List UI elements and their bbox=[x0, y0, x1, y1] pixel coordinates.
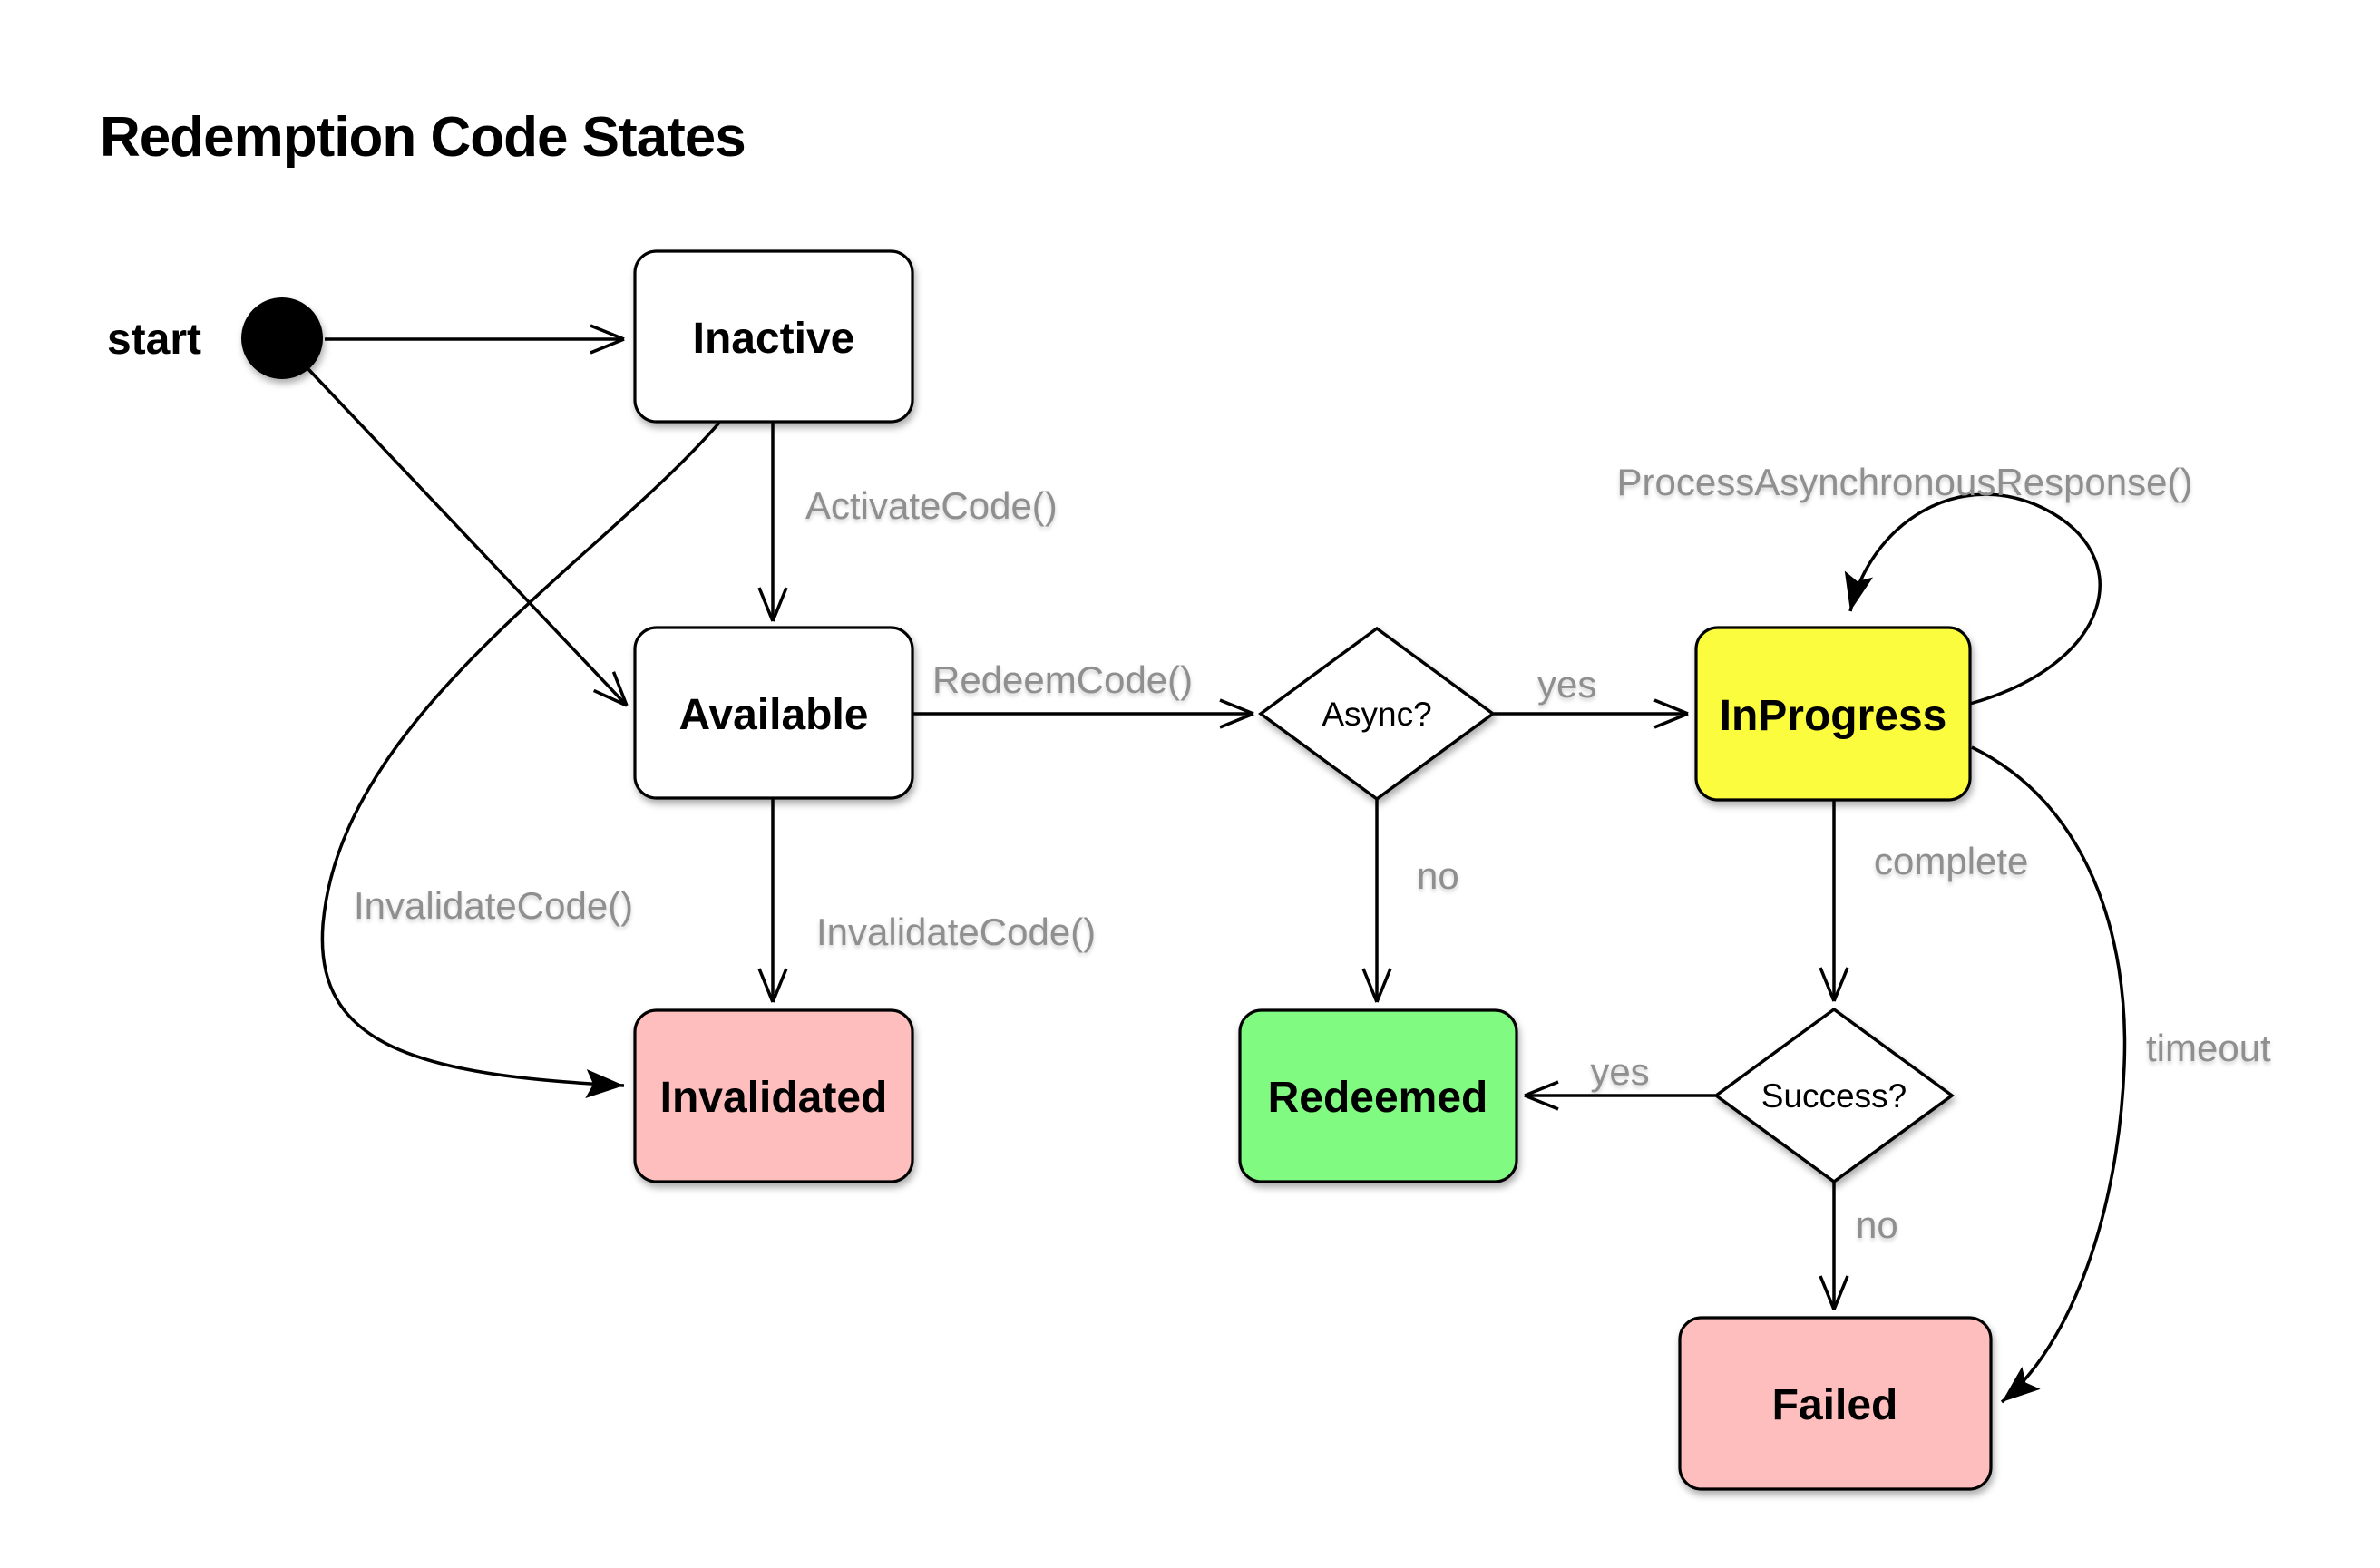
state-inactive: Inactive bbox=[633, 249, 914, 424]
edge-inprogress-timeout-to-failed bbox=[1971, 745, 2127, 1404]
edges bbox=[307, 324, 2127, 1404]
edge-label-success-no: no bbox=[1856, 1203, 1898, 1246]
diagram-title: Redemption Code States bbox=[100, 106, 746, 169]
state-failed: Failed bbox=[1678, 1316, 1993, 1491]
state-redeemed: Redeemed bbox=[1238, 1008, 1518, 1183]
state-redeemed-label: Redeemed bbox=[1268, 1074, 1488, 1122]
start-node bbox=[241, 297, 323, 379]
decision-async-diamond bbox=[1258, 626, 1496, 802]
state-inprogress-label: InProgress bbox=[1720, 692, 1947, 740]
state-inactive-label: Inactive bbox=[693, 315, 855, 363]
edge-label-async-yes: yes bbox=[1537, 663, 1596, 706]
edge-label-invalidatecode-from-inactive: InvalidateCode() bbox=[354, 884, 633, 927]
edge-label-redeemcode: RedeemCode() bbox=[932, 658, 1193, 701]
state-available-box bbox=[633, 626, 914, 800]
nodes: start Inactive Available Invalidated InP… bbox=[107, 249, 1993, 1491]
state-invalidated-label: Invalidated bbox=[660, 1074, 888, 1122]
edge-inactive-to-invalidated bbox=[320, 421, 721, 1098]
start-node-label: start bbox=[107, 316, 201, 364]
edge-labels: ActivateCode() RedeemCode() yes no Proce… bbox=[354, 461, 2271, 1246]
edge-label-complete: complete bbox=[1874, 840, 2028, 882]
state-redeemed-box bbox=[1238, 1008, 1518, 1183]
state-failed-label: Failed bbox=[1772, 1381, 1898, 1429]
decision-async: Async? bbox=[1258, 626, 1496, 802]
decision-success-diamond bbox=[1713, 1007, 1955, 1184]
state-failed-box bbox=[1678, 1316, 1993, 1491]
decision-success-label: Success? bbox=[1761, 1077, 1907, 1115]
state-invalidated-box bbox=[633, 1008, 914, 1183]
edge-label-timeout: timeout bbox=[2146, 1027, 2271, 1069]
state-available-label: Available bbox=[679, 691, 869, 739]
decision-success: Success? bbox=[1713, 1007, 1955, 1184]
edge-label-invalidatecode-from-available: InvalidateCode() bbox=[816, 911, 1096, 953]
state-inprogress-box bbox=[1694, 626, 1972, 802]
state-inactive-box bbox=[633, 249, 914, 424]
state-inprogress: InProgress bbox=[1694, 626, 1972, 802]
state-available: Available bbox=[633, 626, 914, 800]
edge-inprogress-self-loop bbox=[1844, 492, 2102, 706]
edge-start-to-available bbox=[307, 367, 629, 707]
edge-label-async-no: no bbox=[1417, 854, 1459, 897]
decision-async-label: Async? bbox=[1322, 696, 1431, 733]
edge-label-success-yes: yes bbox=[1590, 1050, 1649, 1093]
edge-label-process-asynchronous-response: ProcessAsynchronousResponse() bbox=[1617, 461, 2193, 503]
edge-label-activatecode: ActivateCode() bbox=[805, 484, 1058, 527]
state-invalidated: Invalidated bbox=[633, 1008, 914, 1183]
